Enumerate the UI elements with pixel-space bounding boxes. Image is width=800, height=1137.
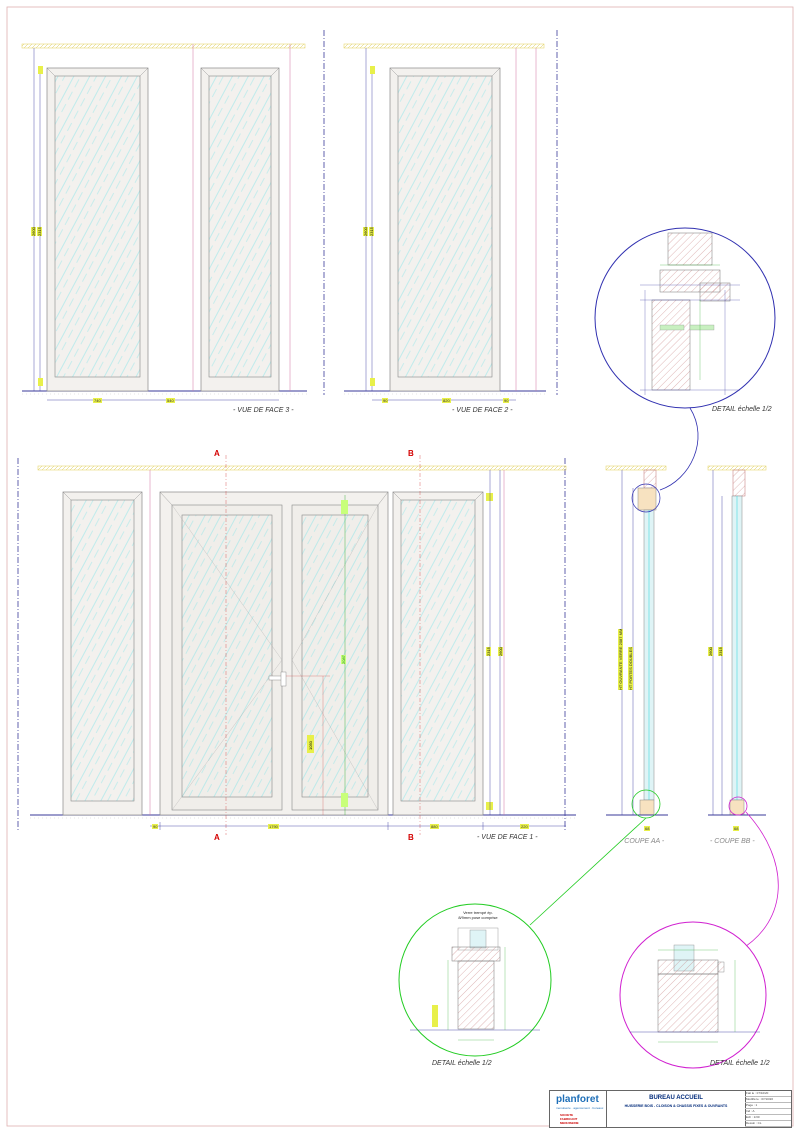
- stamp-line-1: SOCIETE: [560, 1113, 574, 1117]
- dim-coupe-bb-h2: 2315: [718, 647, 723, 656]
- label-coupe-aa: - COUPE AA -: [620, 838, 665, 845]
- brand-logo: planforet menuiserie · agencement · bure…: [552, 1093, 604, 1113]
- section-marker-b-bottom: B: [408, 833, 414, 842]
- label-coupe-bb: - COUPE BB -: [710, 838, 755, 845]
- section-marker-b-top: B: [408, 449, 414, 458]
- meta-row: Fait le : 07/10/20: [745, 1091, 791, 1097]
- dim-face2-w2: 820: [442, 398, 451, 403]
- drawing-title: BUREAU ACCUEIL: [649, 1095, 703, 1101]
- meta-row: Page : 1: [745, 1103, 791, 1109]
- elevation-face2: [323, 30, 558, 401]
- dim-face3-h1: 2600: [31, 227, 36, 236]
- label-detail-top: DETAIL échelle 1/2: [712, 406, 772, 413]
- dim-face2-h1: 2600: [363, 227, 368, 236]
- dim-face1-w3: 880: [430, 824, 439, 829]
- company-stamp: SOCIETE FABRICANT MENUISERIE: [560, 1113, 596, 1125]
- section-marker-a-top: A: [214, 449, 220, 458]
- dim-face1-h3: 2087: [341, 655, 346, 664]
- meta-row: Dessin : CL: [745, 1121, 791, 1127]
- section-aa: [529, 465, 668, 926]
- note-coupe-aa-1: HT OUVRANTE VERRE 2087 MM: [618, 628, 623, 690]
- brand-tagline: menuiserie · agencement · bureaux: [556, 1106, 604, 1110]
- label-detail-bottom-right: DETAIL échelle 1/2: [710, 1060, 770, 1067]
- drawing-subtitle: HUISSERIE BOIS - CLOISON & CHASSIS FIXES…: [624, 1104, 728, 1108]
- dim-coupe-bb-h1: 2600: [708, 647, 713, 656]
- dim-face1-w1: 90: [152, 824, 159, 829]
- stamp-line-2: FABRICANT: [560, 1117, 578, 1121]
- meta-row: Ind : A: [745, 1109, 791, 1115]
- meta-row: Modifié le : 07/10/20: [745, 1097, 791, 1103]
- title-block-main: BUREAU ACCUEIL HUISSERIE BOIS - CLOISON …: [606, 1091, 746, 1127]
- dim-face1-h1: 2315: [486, 647, 491, 656]
- dim-face2-w3: 90: [503, 398, 510, 403]
- detail-bottom-right: [619, 921, 767, 1069]
- detail-bottom-left: [398, 903, 552, 1057]
- dim-face1-h4: 1050: [308, 741, 313, 750]
- title-block-meta: Fait le : 07/10/20 Modifié le : 07/10/20…: [745, 1091, 791, 1127]
- dim-face2-w1: 90: [382, 398, 389, 403]
- detail-top-circle: [594, 227, 776, 491]
- sheet-border: [6, 6, 794, 1127]
- label-detail-bottom-left: DETAIL échelle 1/2: [432, 1060, 492, 1067]
- meta-row: Ech : 1/30: [745, 1115, 791, 1121]
- stamp-line-3: MENUISERIE: [560, 1121, 579, 1125]
- brand-name: planforet: [556, 1094, 599, 1105]
- dim-coupe-aa-w: 68: [644, 826, 651, 831]
- dim-face2-h2: 2315: [369, 227, 374, 236]
- title-block: planforet menuiserie · agencement · bure…: [549, 1090, 792, 1128]
- dim-face3-h2: 2315: [37, 227, 42, 236]
- dim-face1-h2: 2600: [498, 647, 503, 656]
- dim-face3-w1: 740: [93, 398, 102, 403]
- label-vue-face-3: - VUE DE FACE 3 -: [233, 407, 294, 414]
- note-coupe-aa-2: HT PORTES DOUBLES: [628, 647, 633, 690]
- dim-face1-w2: 1790: [268, 824, 279, 829]
- label-vue-face-1: - VUE DE FACE 1 -: [477, 834, 538, 841]
- dim-face3-w2: 540: [166, 398, 175, 403]
- dim-face1-w4: 220: [520, 824, 529, 829]
- elevation-face3: [21, 43, 307, 401]
- section-marker-a-bottom: A: [214, 833, 220, 842]
- elevation-face1: [17, 455, 576, 835]
- label-vue-face-2: - VUE DE FACE 2 -: [452, 407, 513, 414]
- ceiling-line: [21, 43, 306, 49]
- dim-coupe-bb-w: 68: [733, 826, 740, 831]
- note-glass: Verre trempé ép. 8/9mm pose comprise: [458, 910, 498, 920]
- section-bb: [707, 465, 779, 951]
